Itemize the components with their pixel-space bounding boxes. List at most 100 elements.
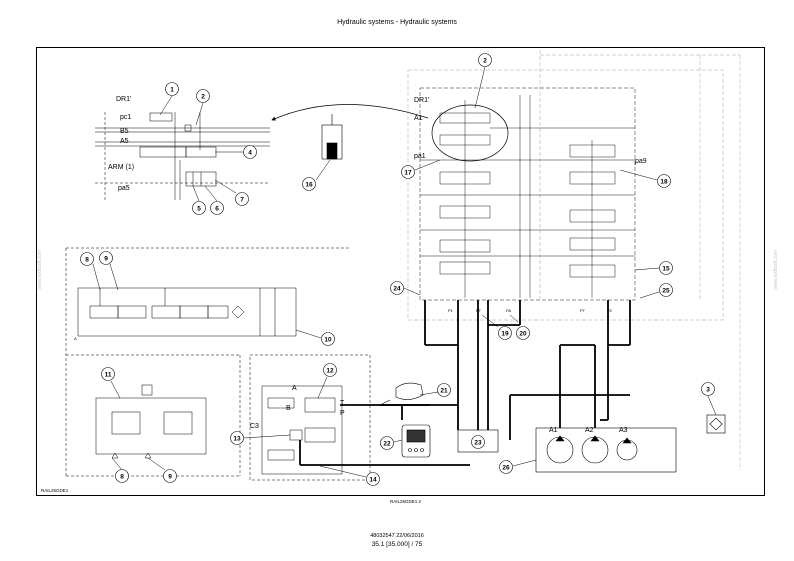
monitor-22 bbox=[401, 424, 431, 458]
manifold-23 bbox=[457, 429, 499, 453]
svg-text:18: 18 bbox=[660, 179, 668, 186]
figure-id: RAIL26GDE1 bbox=[41, 488, 69, 493]
label-pump-a1: A1 bbox=[549, 427, 558, 434]
page-header: Hydraulic systems - Hydraulic systems bbox=[337, 19, 457, 26]
svg-text:9: 9 bbox=[168, 474, 172, 481]
diagram-frame bbox=[36, 47, 765, 496]
callout: 11 bbox=[101, 367, 121, 399]
hydraulic-lines bbox=[299, 300, 631, 466]
label-dr1-main: DR1' bbox=[414, 97, 429, 104]
label-pc1: pc1 bbox=[120, 114, 131, 121]
callout: 7 bbox=[214, 179, 249, 206]
label-pa: PA bbox=[506, 308, 511, 313]
svg-text:7: 7 bbox=[240, 197, 244, 204]
callout: 5 bbox=[192, 185, 206, 215]
callout: 3 bbox=[701, 382, 717, 416]
svg-text:5: 5 bbox=[197, 206, 201, 213]
label-b-valve: B bbox=[286, 405, 291, 412]
callout: 1 bbox=[159, 82, 179, 116]
svg-text:20: 20 bbox=[519, 331, 527, 338]
callout: 23 bbox=[471, 435, 485, 449]
svg-text:1: 1 bbox=[170, 87, 174, 94]
callout: 2 bbox=[195, 89, 210, 126]
label-a5: A5 bbox=[120, 138, 129, 145]
joystick-21 bbox=[381, 382, 424, 405]
callout: 17 bbox=[401, 159, 441, 179]
callout: 14 bbox=[319, 465, 380, 486]
label-pa9: pa9 bbox=[635, 158, 647, 165]
svg-text:25: 25 bbox=[662, 288, 670, 295]
callout: 13 bbox=[230, 431, 291, 445]
label-arm: ARM (1) bbox=[108, 164, 134, 171]
svg-text:10: 10 bbox=[324, 337, 332, 344]
solenoid-valve-block bbox=[249, 354, 371, 481]
detail-arm-valve bbox=[95, 112, 270, 200]
svg-text:3: 3 bbox=[706, 387, 710, 394]
svg-text:4: 4 bbox=[248, 150, 252, 157]
svg-text:12: 12 bbox=[326, 368, 334, 375]
callout: 21 bbox=[419, 383, 451, 397]
svg-text:24: 24 bbox=[393, 286, 401, 293]
figure-number: RAIL26GDE1 2 bbox=[390, 499, 422, 504]
callout: 12 bbox=[317, 363, 337, 399]
cylinder-16 bbox=[321, 114, 343, 160]
label-pump-a2: A2 bbox=[585, 427, 594, 434]
callout: 19 bbox=[481, 314, 512, 340]
svg-text:21: 21 bbox=[440, 388, 448, 395]
label-a1: A1 bbox=[414, 115, 423, 122]
svg-text:11: 11 bbox=[105, 372, 112, 379]
callout: 15 bbox=[634, 261, 673, 275]
label-c3: C3 bbox=[250, 423, 259, 430]
callout: 9 bbox=[147, 457, 177, 483]
svg-text:17: 17 bbox=[404, 170, 412, 177]
callout: 18 bbox=[619, 169, 671, 188]
svg-text:2: 2 bbox=[483, 58, 487, 65]
svg-text:23: 23 bbox=[474, 440, 482, 447]
label-p-valve: P bbox=[340, 410, 345, 417]
label-pa5: pa5 bbox=[118, 185, 130, 192]
label-a-block: A bbox=[74, 336, 77, 341]
page-number: 35.1 [35.000] / 75 bbox=[371, 541, 423, 548]
label-t-valve: T bbox=[340, 400, 345, 407]
callout: 10 bbox=[295, 329, 335, 346]
callout: 20 bbox=[509, 314, 530, 340]
callout: 22 bbox=[380, 436, 403, 450]
label-pa1: pa1 bbox=[414, 153, 426, 160]
svg-text:6: 6 bbox=[215, 206, 219, 213]
callouts: 1 2 2 3 4 5 6 7 8 9 10 11 8 9 12 13 14 1… bbox=[80, 53, 717, 486]
svg-text:26: 26 bbox=[502, 465, 510, 472]
callout: 8 bbox=[80, 252, 101, 291]
label-a-valve: A bbox=[292, 385, 297, 392]
callout: 9 bbox=[99, 251, 119, 291]
zoom-arrow bbox=[271, 104, 429, 121]
label-pt2: PT bbox=[580, 308, 586, 313]
svg-text:8: 8 bbox=[120, 474, 124, 481]
callout: 6 bbox=[204, 185, 224, 215]
svg-text:16: 16 bbox=[305, 182, 313, 189]
svg-text:2: 2 bbox=[201, 94, 205, 101]
main-control-valve bbox=[407, 50, 741, 470]
pump-assembly-26 bbox=[535, 427, 677, 473]
svg-text:8: 8 bbox=[85, 257, 89, 264]
label-p1: P1 bbox=[448, 308, 454, 313]
valve-bank-10 bbox=[65, 247, 350, 476]
callout: 25 bbox=[639, 283, 673, 299]
component-3 bbox=[706, 414, 726, 434]
callout: 4 bbox=[215, 145, 257, 159]
svg-text:22: 22 bbox=[383, 441, 391, 448]
label-dr1: DR1' bbox=[116, 96, 131, 103]
callout: 8 bbox=[111, 457, 129, 483]
doc-reference: 48032547 22/06/2016 bbox=[370, 533, 424, 539]
label-pump-a3: A3 bbox=[619, 427, 628, 434]
label-b5: B5 bbox=[120, 128, 129, 135]
svg-text:15: 15 bbox=[662, 266, 670, 273]
callout: 24 bbox=[390, 281, 421, 296]
callout: 16 bbox=[302, 159, 331, 191]
svg-text:13: 13 bbox=[233, 436, 241, 443]
svg-text:19: 19 bbox=[501, 331, 509, 338]
svg-text:9: 9 bbox=[104, 256, 108, 263]
callout: 2 bbox=[474, 53, 492, 109]
callout: 26 bbox=[499, 459, 537, 474]
pedal-valve-11 bbox=[66, 354, 241, 477]
